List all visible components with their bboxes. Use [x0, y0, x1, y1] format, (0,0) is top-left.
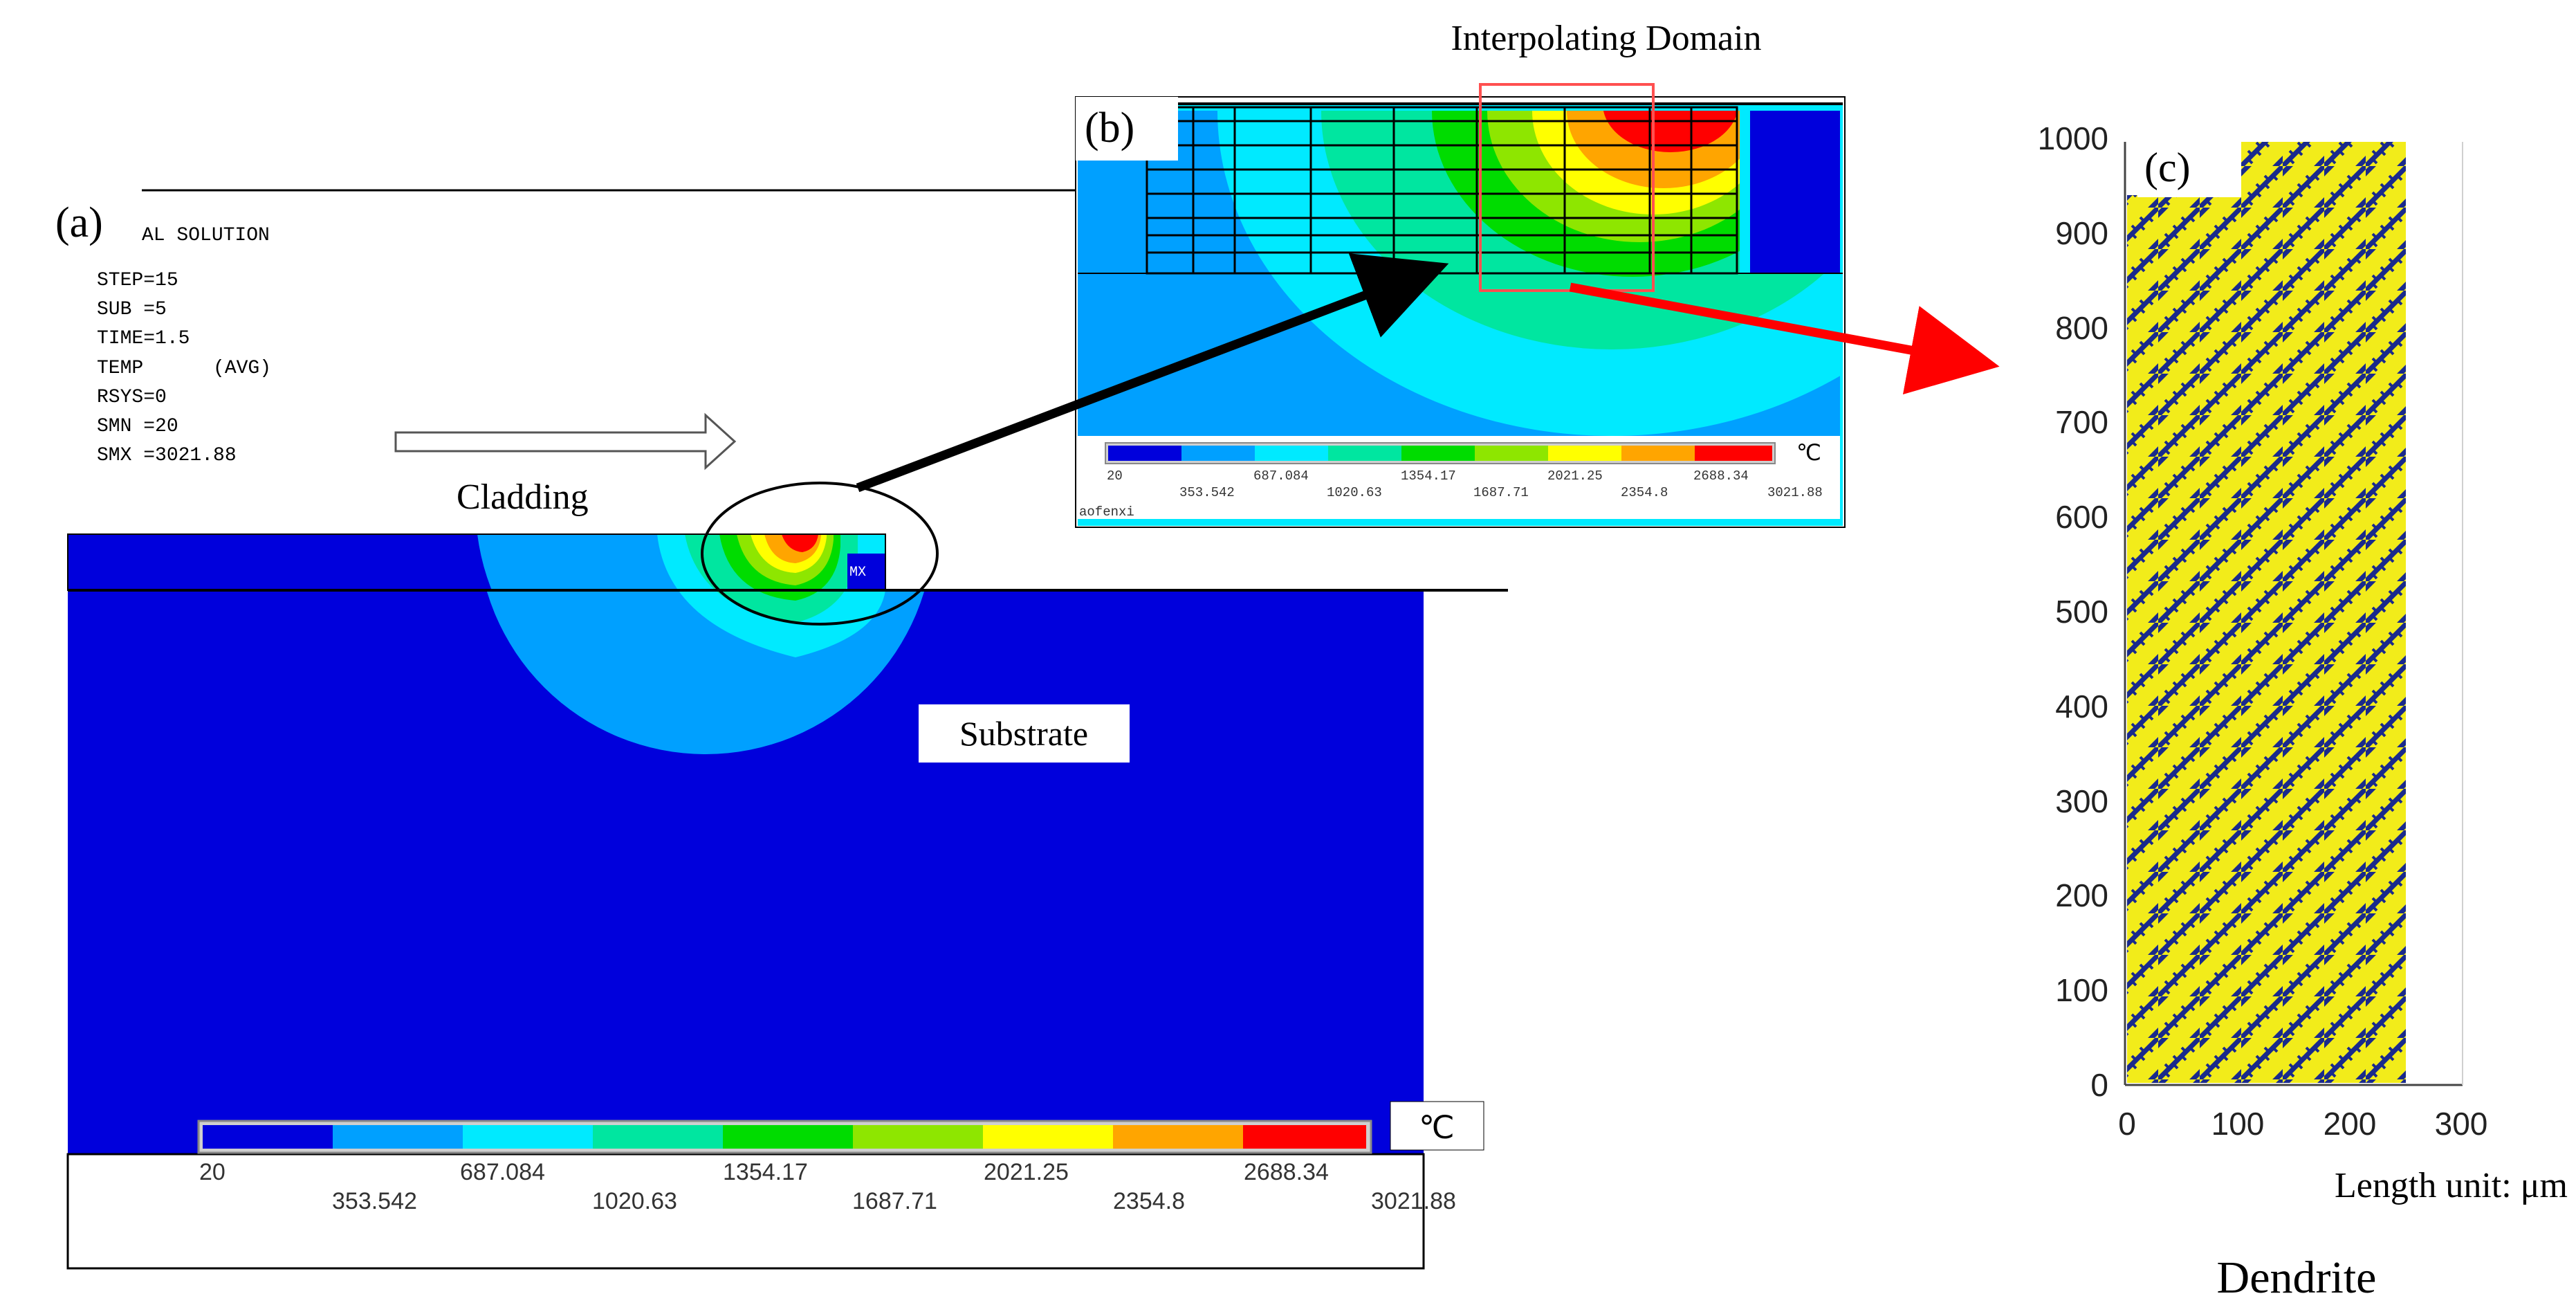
legend-swatch: [1108, 446, 1181, 461]
info-line: SMX =3021.88: [97, 445, 237, 466]
legend-bar-a: [203, 1125, 1366, 1149]
panel-a: (a) AL SOLUTION STEP=15 SUB =5 TIME=1.5 …: [55, 189, 1508, 1270]
legend-swatch: [1401, 446, 1475, 461]
x-tick-labels: 0 100 200 300: [2118, 1106, 2487, 1142]
legend-value: 1020.63: [592, 1188, 677, 1214]
substrate-label-box: [919, 704, 1130, 763]
legend-value: 1687.71: [1473, 485, 1529, 500]
y-tick-label: 0: [2090, 1067, 2108, 1103]
legend-value: 687.084: [460, 1159, 545, 1185]
interpolating-domain-title: Interpolating Domain: [1451, 19, 1761, 58]
x-tick-label: 100: [2211, 1106, 2265, 1142]
legend-area-a: [66, 1153, 1425, 1270]
legend-swatch: [1621, 446, 1695, 461]
y-tick-label: 400: [2055, 688, 2108, 724]
panel-b-label: (b): [1085, 104, 1134, 152]
info-line: SMN =20: [97, 416, 178, 437]
y-tick-label: 500: [2055, 594, 2108, 630]
legend-swatch: [1695, 446, 1772, 461]
info-line: RSYS=0: [97, 387, 167, 408]
unit-label-b: ℃: [1796, 440, 1821, 465]
legend-values-a: 20 687.084 1354.17 2021.25 2688.34 353.5…: [199, 1159, 1456, 1214]
legend-swatch: [203, 1125, 333, 1149]
svg-text:MX: MX: [849, 565, 866, 581]
legend-value: 687.084: [1253, 468, 1309, 484]
y-tick-label: 800: [2055, 310, 2108, 346]
legend-swatch: [1243, 1125, 1366, 1149]
legend-value: 2021.25: [984, 1159, 1069, 1185]
legend-swatch: [853, 1125, 983, 1149]
legend-value: 1687.71: [852, 1188, 937, 1214]
legend-value: 2688.34: [1244, 1159, 1329, 1185]
legend-value: 1354.17: [1401, 468, 1456, 484]
melt-pool: MX: [477, 534, 913, 751]
legend-value: 3021.88: [1767, 485, 1823, 500]
legend-swatch: [1181, 446, 1255, 461]
legend-value: 1020.63: [1327, 485, 1382, 500]
y-tick-label: 300: [2055, 783, 2108, 819]
x-tick-label: 200: [2324, 1106, 2377, 1142]
legend-bar-b: [1105, 442, 1776, 464]
panel-b: Interpolating Domain: [1075, 19, 1846, 528]
y-tick-label: 100: [2055, 972, 2108, 1008]
x-tick-label: 300: [2435, 1106, 2488, 1142]
substrate-label: Substrate: [959, 714, 1088, 753]
legend-swatch: [1548, 446, 1621, 461]
legend-value: 2688.34: [1693, 468, 1749, 484]
y-tick-label: 600: [2055, 499, 2108, 535]
panel-c-label: (c): [2144, 145, 2191, 190]
legend-value: 3021.88: [1371, 1188, 1456, 1214]
zoom-arrow-a-to-b: [856, 253, 1449, 493]
dendrite-image: [2127, 142, 2406, 1083]
legend-swatch: [593, 1125, 723, 1149]
legend-value: 2021.25: [1547, 468, 1603, 484]
legend-swatch: [983, 1125, 1113, 1149]
zoom-ellipse: [701, 482, 939, 626]
panel-a-label: (a): [55, 199, 103, 246]
legend-swatch: [1113, 1125, 1243, 1149]
dendrite-caption: Dendrite: [2217, 1252, 2377, 1303]
legend-swatch: [723, 1125, 853, 1149]
scan-direction-arrow: [394, 412, 737, 471]
solution-info: AL SOLUTION STEP=15 SUB =5 TIME=1.5 TEMP…: [97, 225, 271, 466]
interpolating-domain-box: [1479, 83, 1655, 292]
legend-swatch: [1475, 446, 1548, 461]
info-line: TIME=1.5: [97, 328, 190, 349]
legend-value: 2354.8: [1621, 485, 1668, 500]
panel-b-corner-text: aofenxi: [1079, 504, 1134, 520]
info-line: TEMP (AVG): [97, 358, 271, 379]
panel-c: (c) 0 100 200 300 400 500 600 700 800 90…: [2038, 120, 2568, 1303]
legend-value: 353.542: [332, 1188, 417, 1214]
legend-value: 1354.17: [723, 1159, 808, 1185]
zoom-arrow-b-to-c: [1569, 282, 2000, 395]
info-line: AL SOLUTION: [142, 225, 270, 246]
info-line: STEP=15: [97, 270, 178, 291]
cladding-label: Cladding: [457, 477, 589, 517]
legend-value: 353.542: [1179, 485, 1235, 500]
legend-value: 20: [199, 1159, 226, 1185]
interpolation-mesh: [1146, 106, 1738, 275]
legend-swatch: [1255, 446, 1328, 461]
x-axis-label: Length unit: μm: [2335, 1166, 2568, 1205]
info-line: SUB =5: [97, 299, 167, 320]
legend-swatch: [333, 1125, 463, 1149]
legend-value: 20: [1107, 468, 1123, 484]
y-tick-label: 200: [2055, 877, 2108, 913]
y-tick-label: 900: [2055, 215, 2108, 251]
y-tick-labels: 0 100 200 300 400 500 600 700 800 900 10…: [2038, 120, 2108, 1103]
legend-swatch: [463, 1125, 593, 1149]
legend-value: 2354.8: [1113, 1188, 1185, 1214]
x-tick-label: 0: [2118, 1106, 2136, 1142]
legend-values-b: 20 687.084 1354.17 2021.25 2688.34 353.5…: [1079, 468, 1823, 520]
legend-swatch: [1328, 446, 1401, 461]
unit-label-a: ℃: [1419, 1109, 1455, 1145]
y-tick-label: 700: [2055, 404, 2108, 440]
y-tick-label: 1000: [2038, 120, 2108, 156]
